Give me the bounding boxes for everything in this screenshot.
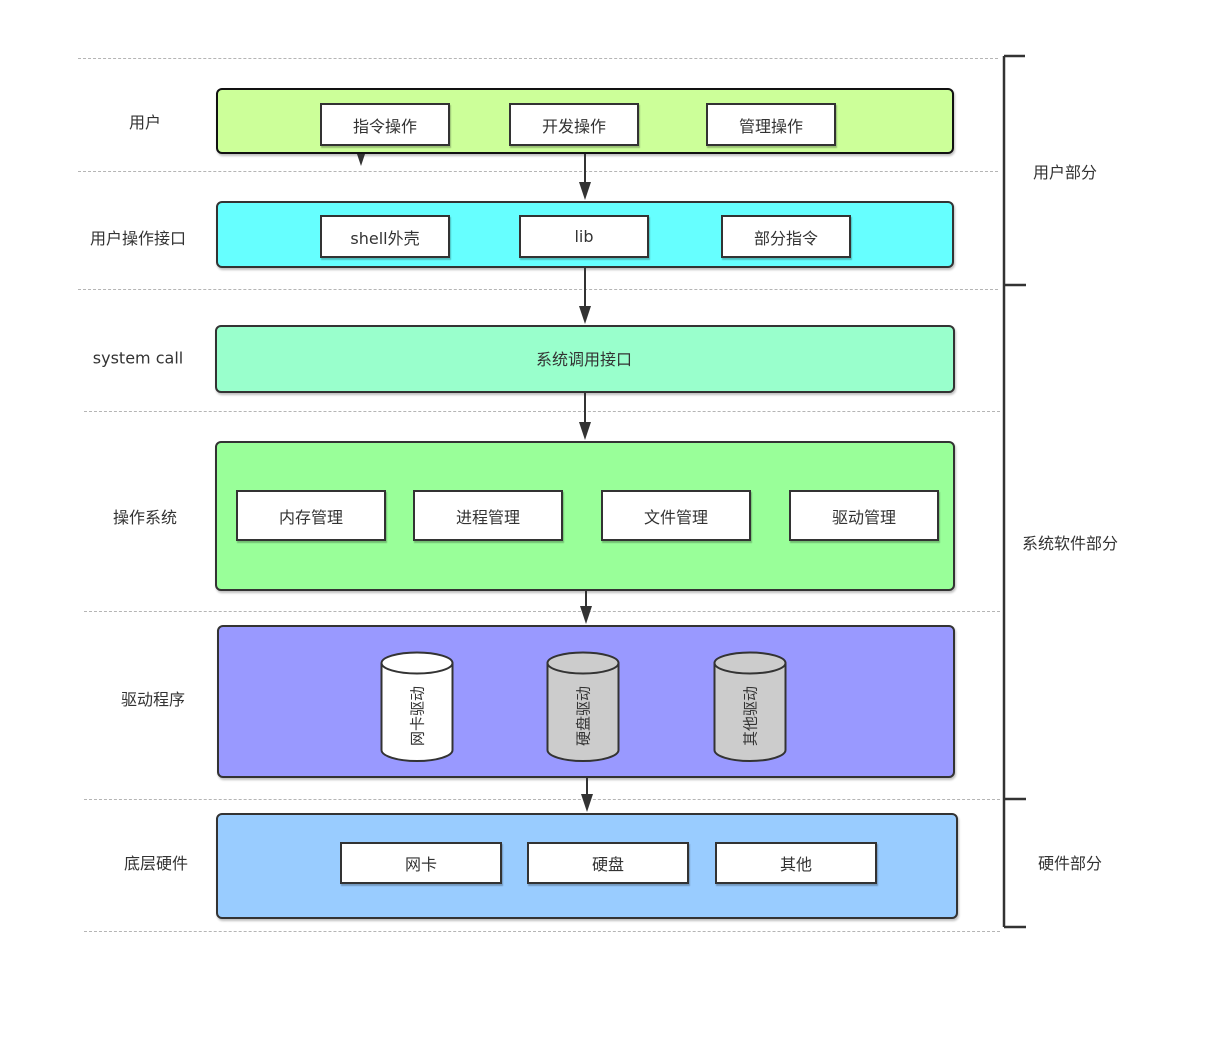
system-call-layer[interactable] <box>215 325 955 393</box>
separator-line <box>84 931 1000 932</box>
row-label-hardware: 底层硬件 <box>123 854 189 873</box>
disk-driver-label: 硬盘驱动 <box>574 685 593 746</box>
separator-line <box>84 411 1000 412</box>
other-driver-cylinder[interactable]: 其他驱动 <box>713 651 787 763</box>
arrow-syscall-to-os <box>579 393 591 440</box>
lib-box[interactable]: lib <box>519 215 649 258</box>
cylinder-icon <box>380 651 454 762</box>
system-call-interface-label: 系统调用接口 <box>535 350 633 369</box>
partial-commands-box[interactable]: 部分指令 <box>721 215 851 258</box>
arrow-interface-to-syscall <box>579 268 591 324</box>
dev-operation-box[interactable]: 开发操作 <box>509 103 639 146</box>
separator-line <box>78 58 998 59</box>
driver-management-box[interactable]: 驱动管理 <box>789 490 939 541</box>
process-management-box[interactable]: 进程管理 <box>413 490 563 541</box>
group-label-user: 用户部分 <box>1032 163 1098 182</box>
other-hardware-box[interactable]: 其他 <box>715 842 877 884</box>
cylinder-icon <box>713 651 787 762</box>
command-operation-box[interactable]: 指令操作 <box>320 103 450 146</box>
nic-box[interactable]: 网卡 <box>340 842 502 884</box>
arrow-drivers-to-hardware <box>581 778 593 812</box>
cylinder-icon <box>546 651 620 762</box>
memory-management-box[interactable]: 内存管理 <box>236 490 386 541</box>
separator-line <box>84 611 1000 612</box>
row-label-system-call: system call <box>92 348 184 368</box>
row-label-os: 操作系统 <box>112 508 178 527</box>
nic-driver-cylinder[interactable]: 网卡驱动 <box>380 651 454 763</box>
grouping-bracket <box>1002 54 1026 929</box>
arrow-user-to-interface <box>579 154 591 200</box>
small-arrowhead-marker <box>357 154 365 166</box>
row-label-drivers: 驱动程序 <box>120 690 186 709</box>
separator-line <box>78 289 998 290</box>
group-label-hardware: 硬件部分 <box>1037 854 1103 873</box>
separator-line <box>78 171 998 172</box>
group-label-system-software: 系统软件部分 <box>1021 534 1119 553</box>
shell-box[interactable]: shell外壳 <box>320 215 450 258</box>
disk-box[interactable]: 硬盘 <box>527 842 689 884</box>
row-label-user: 用户 <box>128 113 162 132</box>
nic-driver-label: 网卡驱动 <box>408 685 427 746</box>
disk-driver-cylinder[interactable]: 硬盘驱动 <box>546 651 620 763</box>
admin-operation-box[interactable]: 管理操作 <box>706 103 836 146</box>
row-label-user-interface: 用户操作接口 <box>89 229 187 248</box>
arrow-os-to-drivers <box>580 591 592 624</box>
separator-line <box>84 799 1000 800</box>
file-management-box[interactable]: 文件管理 <box>601 490 751 541</box>
other-driver-label: 其他驱动 <box>741 685 760 746</box>
